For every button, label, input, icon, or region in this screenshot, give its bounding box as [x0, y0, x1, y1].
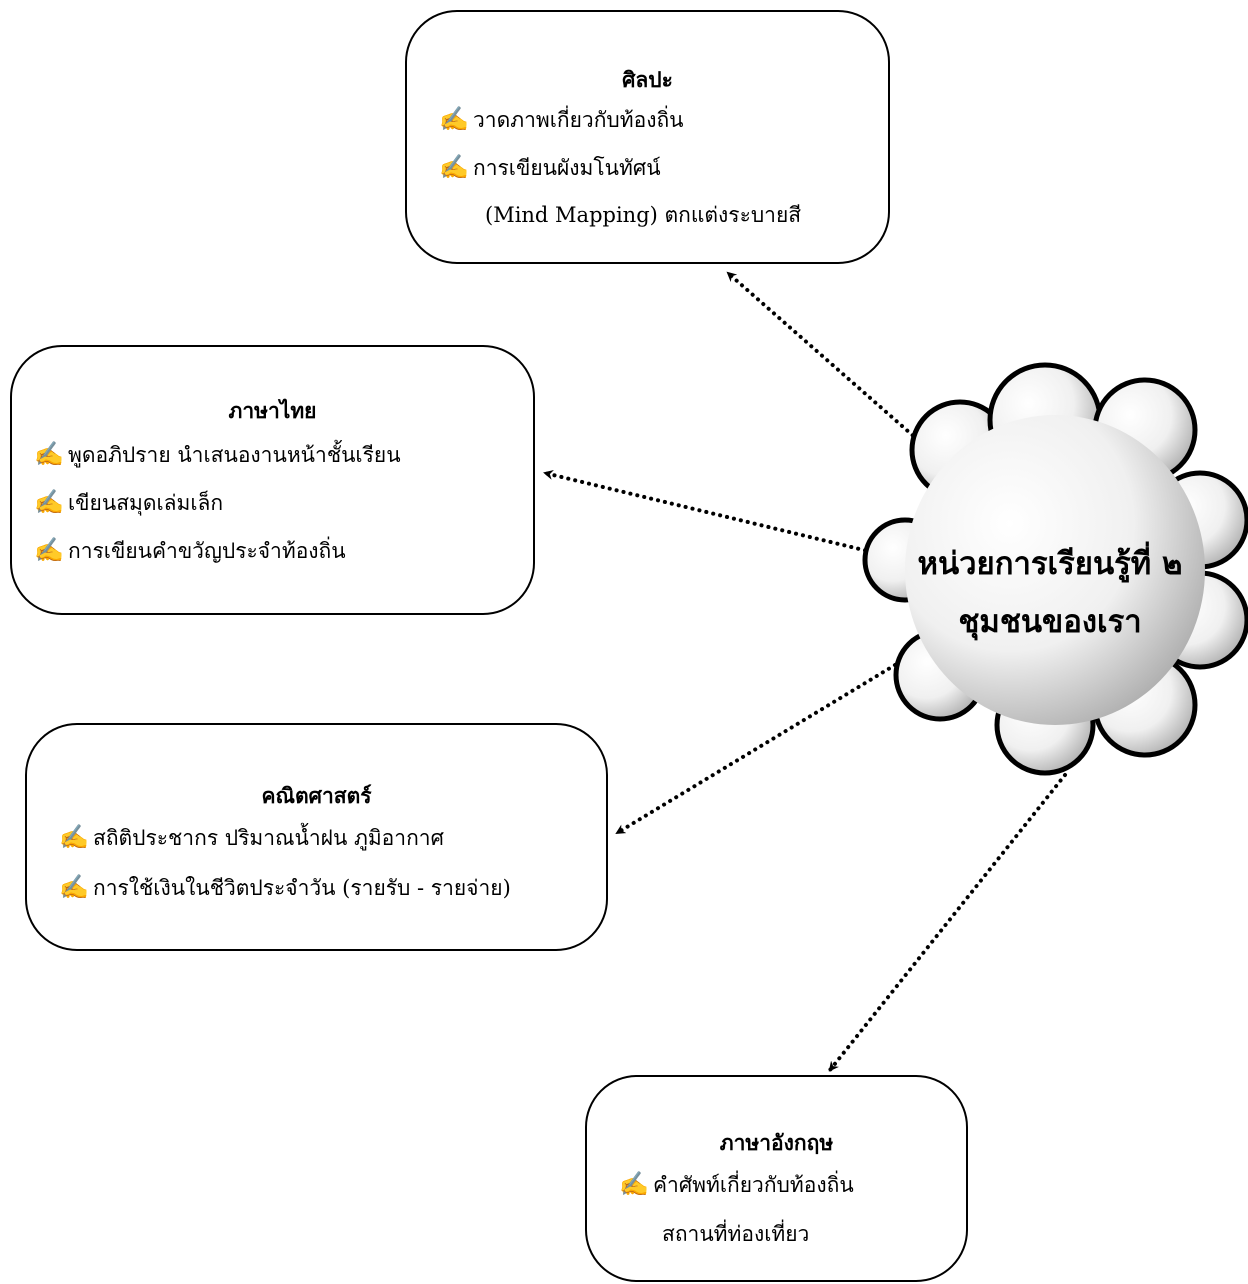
writing-hand-icon: ✍	[34, 440, 64, 468]
art-item-1: ✍วาดภาพเกี่ยวกับท้องถิ่น	[439, 105, 684, 133]
math-item-2: ✍การใช้เงินในชีวิตประจำวัน (รายรับ - ราย…	[59, 873, 511, 901]
writing-hand-icon: ✍	[439, 105, 469, 133]
art-item-2: ✍การเขียนผังมโนทัศน์	[439, 153, 661, 181]
thai-item-2: ✍เขียนสมุดเล่มเล็ก	[34, 488, 224, 516]
writing-hand-icon: ✍	[439, 153, 469, 181]
box-art: ศิลปะ ✍วาดภาพเกี่ยวกับท้องถิ่น ✍การเขียน…	[405, 10, 890, 264]
center-topic: หน่วยการเรียนรู้ที่ ๒ ชุมชนของเรา	[880, 530, 1220, 650]
arrow-to-art	[726, 271, 920, 442]
box-english-title: ภาษาอังกฤษ	[719, 1130, 834, 1155]
box-thai-title: ภาษาไทย	[228, 398, 317, 423]
cloud-shape	[862, 362, 1248, 776]
writing-hand-icon: ✍	[619, 1170, 649, 1198]
thai-item-3: ✍การเขียนคำขวัญประจำท้องถิ่น	[34, 536, 346, 564]
center-topic-line1: หน่วยการเรียนรู้ที่ ๒	[917, 546, 1183, 582]
math-item-1: ✍สถิติประชากร ปริมาณน้ำฝน ภูมิอากาศ	[59, 823, 444, 851]
arrow-to-math	[615, 663, 897, 835]
box-math: คณิตศาสตร์ ✍สถิติประชากร ปริมาณน้ำฝน ภูม…	[25, 723, 608, 951]
box-math-title: คณิตศาสตร์	[261, 783, 372, 808]
box-thai: ภาษาไทย ✍พูดอภิปราย นำเสนองานหน้าชั้นเรี…	[10, 345, 535, 615]
thai-item-1: ✍พูดอภิปราย นำเสนองานหน้าชั้นเรียน	[34, 440, 401, 468]
center-topic-line2: ชุมชนของเรา	[958, 604, 1142, 640]
art-item-3: (Mind Mapping) ตกแต่งระบายสี	[485, 203, 802, 227]
arrow-to-english	[828, 773, 1067, 1072]
box-art-title: ศิลปะ	[622, 67, 673, 92]
writing-hand-icon: ✍	[34, 488, 64, 516]
writing-hand-icon: ✍	[34, 536, 64, 564]
writing-hand-icon: ✍	[59, 823, 89, 851]
english-item-1: ✍คำศัพท์เกี่ยวกับท้องถิ่น	[619, 1170, 854, 1198]
english-item-2: สถานที่ท่องเที่ยว	[662, 1222, 810, 1246]
box-english: ภาษาอังกฤษ ✍คำศัพท์เกี่ยวกับท้องถิ่น สถา…	[585, 1075, 968, 1282]
arrow-to-thai	[543, 470, 874, 554]
writing-hand-icon: ✍	[59, 873, 89, 901]
